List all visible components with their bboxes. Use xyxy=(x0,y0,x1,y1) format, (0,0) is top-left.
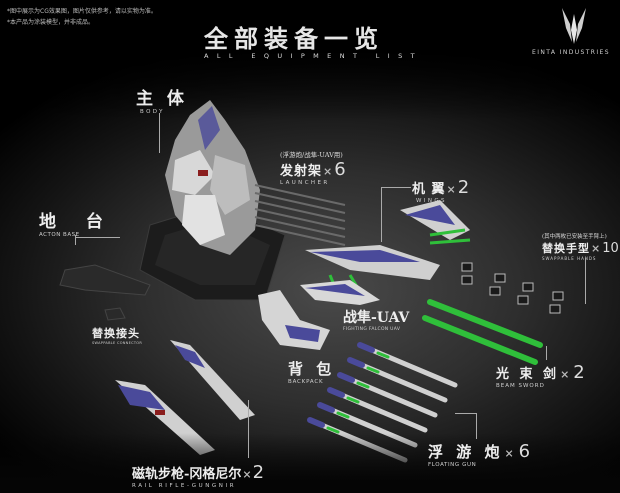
launcher-image xyxy=(254,184,346,246)
label-body: 主 体 BODY xyxy=(136,89,188,115)
page-title: 全部装备一览 xyxy=(204,24,384,53)
gun-leader-v xyxy=(476,413,477,439)
floating-gun-image xyxy=(307,342,458,463)
base-leader-v xyxy=(75,235,76,245)
page-subtitle: ALL EQUIPMENT LIST xyxy=(204,52,424,60)
einta-crown-logo-icon xyxy=(562,8,586,44)
hands-leader-v xyxy=(585,258,586,304)
gun-leader-h xyxy=(455,413,477,414)
backpack-image xyxy=(258,290,330,350)
connector-image xyxy=(59,264,151,321)
label-uav: 战隼-UAV FIGHTING FALCON UAV xyxy=(343,310,410,332)
body-figure-image xyxy=(165,100,260,255)
label-backpack: 背 包 BACKPACK xyxy=(288,360,336,385)
brand-name: EINTA INDUSTRIES xyxy=(532,49,610,56)
label-rail-rifle: 磁轨步枪-冈格尼尔×2 RAIL RIFLE-GUNGNIR xyxy=(132,462,265,489)
label-base: 地 台 ACTON BASE xyxy=(39,212,115,238)
disclaimer-cg: *图中展示为CG效果图，图片仅供参考，请以实物为准。 xyxy=(7,8,157,15)
sword-leader-v xyxy=(546,346,547,360)
beam-sword-image xyxy=(422,299,543,365)
base-leader-h xyxy=(75,237,120,238)
label-connector: 替换接头 SWAPPABLE CONNECTOR xyxy=(92,327,143,345)
disclaimer-kit: *本产品为涂装模型，并非成品。 xyxy=(7,19,95,26)
top-shadow xyxy=(0,0,620,120)
hands-image xyxy=(461,262,564,314)
wings-leader-h xyxy=(381,187,411,188)
label-beam-sword: 光 束 剑×2 BEAM SWORD xyxy=(496,362,585,389)
label-hands: (其中两枚已安装至手臂上) 替换手型×10 SWAPPABLE HANDS xyxy=(542,234,619,261)
body-leader-line xyxy=(159,113,160,153)
rifle-leader-v xyxy=(248,400,249,458)
bottom-shadow xyxy=(0,433,620,493)
label-floating-gun: 浮 游 炮×6 FLOATING GUN xyxy=(428,441,531,468)
label-wings: 机 翼×2 WINGS xyxy=(412,177,470,204)
wings-leader-v xyxy=(381,187,382,242)
uav-image xyxy=(300,280,380,305)
label-launcher: (浮游炮/战隼-UAV用) 发射架×6 LAUNCHER xyxy=(280,151,346,186)
